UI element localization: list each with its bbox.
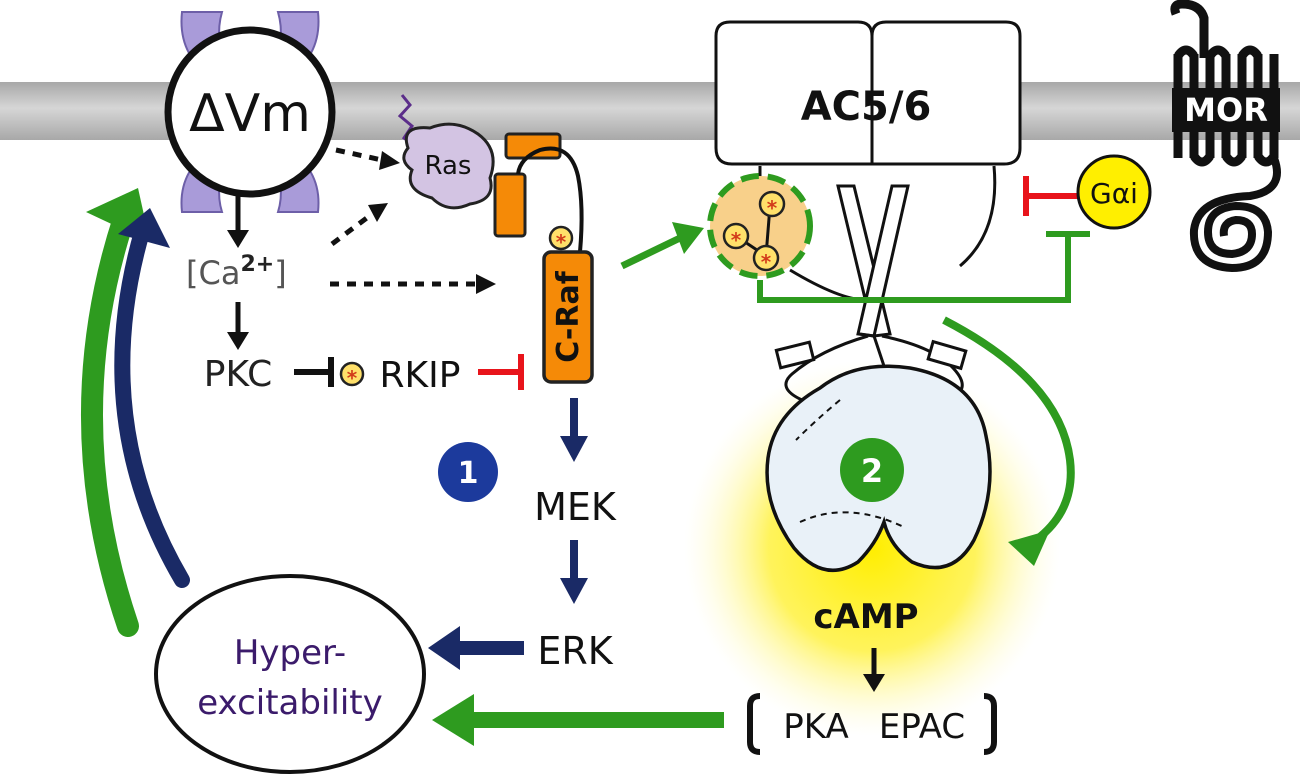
ac-lobe-left [714, 20, 874, 166]
craf-label: C-Raf [551, 270, 586, 363]
raf-domain-top [504, 132, 562, 160]
pathway-2-number: 2 [861, 452, 883, 490]
rkip-phospho-site: * [339, 361, 365, 390]
pkc-label: PKC [204, 354, 272, 395]
pka-label: PKA [783, 707, 848, 747]
craf-kinase [542, 250, 594, 384]
pathway-2-badge [840, 438, 904, 502]
delta-vm-node [164, 26, 336, 198]
craf-to-ac-arrow [620, 234, 682, 270]
rkip-label: RKIP [380, 355, 461, 396]
pathway-1-number: 1 [458, 456, 479, 491]
gai-label: Gαi [1090, 177, 1138, 210]
effectors-bracket-right [983, 693, 997, 755]
svg-text:*: * [556, 230, 567, 254]
raf-domain-mid [493, 172, 527, 238]
vm-to-ca-arrowhead [227, 230, 249, 248]
pathway-1-badge [438, 442, 498, 502]
ac-gai-green-line [757, 234, 1071, 303]
epac-label: EPAC [879, 707, 965, 747]
camp-to-effectors-arrowhead [863, 674, 885, 692]
erk-to-hyper-arrowhead [428, 626, 460, 670]
raf-linker [516, 146, 584, 253]
ac-phospho-sites: * * * [722, 190, 786, 274]
craf-to-ac-arrowhead [672, 222, 704, 254]
dotted-arrowhead-1 [379, 151, 400, 170]
svg-text:*: * [761, 250, 772, 274]
ac-lobe-right [870, 20, 1022, 166]
dotted-arrowhead-2 [368, 203, 388, 222]
ca-to-pkc-arrowhead [227, 332, 249, 350]
calcium-label: [Ca2+] [186, 252, 287, 292]
feedback-arrow-navy [114, 224, 190, 588]
ras-protein [402, 122, 495, 210]
gai-node [1076, 154, 1152, 230]
ac-to-camp-arrow [942, 316, 1075, 544]
svg-text:*: * [347, 366, 358, 390]
ac-phospho-region [707, 173, 813, 279]
ac-helices [836, 184, 910, 338]
dotted-arrowhead-3 [476, 274, 496, 294]
craf-phospho-site: * [548, 225, 574, 254]
svg-text:*: * [731, 228, 742, 252]
erk-to-hyper-arrow [456, 641, 524, 655]
mor-receptor: MOR [1170, 0, 1281, 273]
mor-label: MOR [1184, 91, 1268, 129]
ac56-label: AC5/6 [801, 84, 932, 130]
ac-connector [789, 268, 867, 302]
dotted-arrows [330, 147, 476, 287]
feedback-arrowhead-navy [118, 208, 170, 248]
ac-to-camp-arrowhead [1008, 530, 1050, 566]
mek-label: MEK [534, 485, 617, 529]
ras-label: Ras [425, 151, 472, 181]
mek-to-erk-arrowhead [560, 578, 588, 604]
erk-label: ERK [537, 629, 613, 673]
hyper-label-line2: excitability [197, 683, 383, 723]
feedback-arrow-green [80, 207, 139, 637]
delta-vm-label: ΔVm [189, 84, 311, 144]
effectors-to-hyper-arrow [470, 712, 724, 728]
camp-label: cAMP [813, 597, 918, 637]
effectors-bracket-left [747, 693, 761, 755]
hyperexcitability-node [154, 574, 426, 774]
svg-text:*: * [767, 196, 778, 220]
effectors-to-hyper-arrowhead [432, 694, 474, 746]
craf-to-mek-arrowhead [560, 436, 588, 462]
ac-loop-right [959, 165, 997, 268]
hyper-label-line1: Hyper- [234, 633, 346, 673]
